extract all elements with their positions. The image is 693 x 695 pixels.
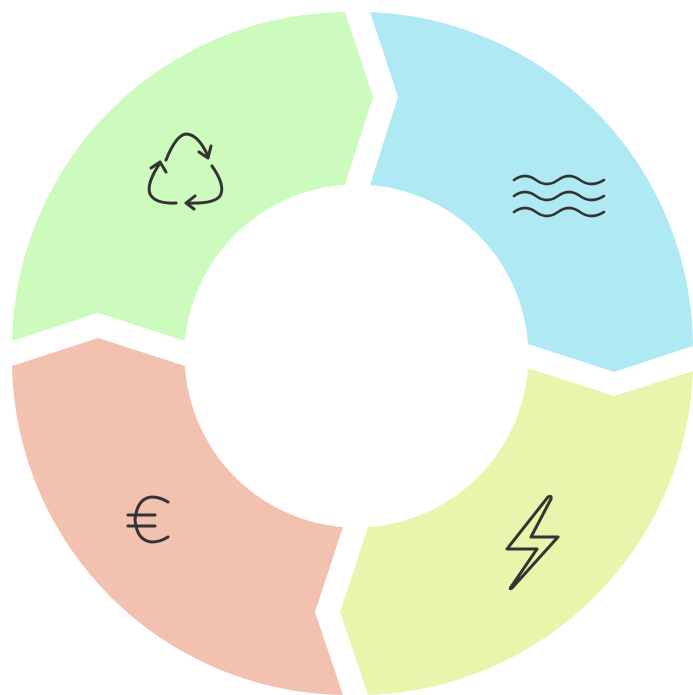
segment-recycle bbox=[12, 12, 373, 341]
recycle-icon bbox=[147, 132, 224, 211]
segment-energy bbox=[340, 368, 693, 695]
water-waves-icon bbox=[512, 174, 606, 218]
euro-icon bbox=[126, 495, 170, 544]
segment-money bbox=[12, 338, 343, 695]
lightning-bolt-icon bbox=[505, 494, 560, 591]
